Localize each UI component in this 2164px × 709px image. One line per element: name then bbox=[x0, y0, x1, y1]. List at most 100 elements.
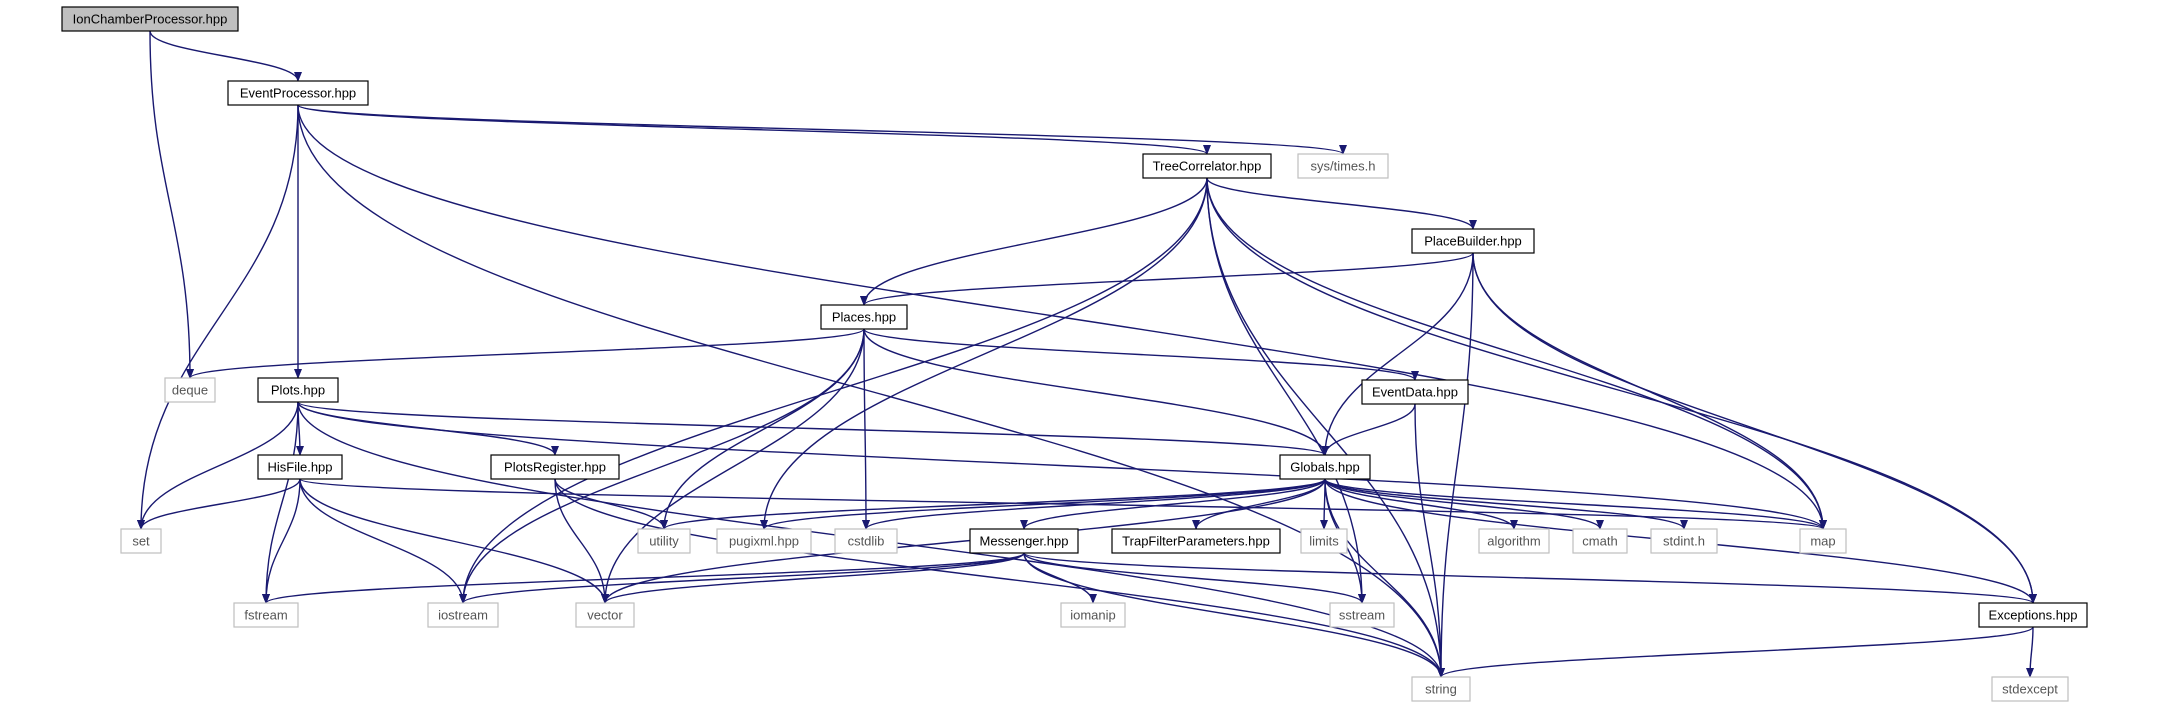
edge-places-to-iostream bbox=[459, 328, 865, 604]
node-label: HisFile.hpp bbox=[267, 460, 332, 475]
node-messenger[interactable]: Messenger.hpp bbox=[969, 528, 1079, 554]
node-box bbox=[164, 377, 216, 403]
edge-plotsregister-to-vector bbox=[554, 478, 609, 604]
edge-treecorrelator-to-pugixml bbox=[760, 177, 1208, 530]
node-ionchamber[interactable]: IonChamberProcessor.hpp bbox=[61, 6, 239, 32]
edge-globals-to-utility bbox=[660, 478, 1326, 530]
edge-plots-to-globals bbox=[297, 401, 1329, 456]
edge-ionchamber-to-eventprocessor bbox=[149, 30, 302, 82]
node-hisfile[interactable]: HisFile.hpp bbox=[257, 454, 343, 480]
node-label: utility bbox=[649, 534, 679, 549]
node-box bbox=[834, 528, 898, 554]
node-box bbox=[1650, 528, 1718, 554]
node-label: EventProcessor.hpp bbox=[240, 86, 356, 101]
node-label: Plots.hpp bbox=[271, 383, 325, 398]
node-cstdlib[interactable]: cstdlib bbox=[834, 528, 898, 554]
node-cmath[interactable]: cmath bbox=[1572, 528, 1628, 554]
node-systimes[interactable]: sys/times.h bbox=[1297, 153, 1389, 179]
node-label: set bbox=[132, 534, 150, 549]
edge-treecorrelator-to-places bbox=[860, 177, 1208, 306]
node-fstream[interactable]: fstream bbox=[233, 602, 299, 628]
edge-treecorrelator-to-placebuilder bbox=[1206, 177, 1477, 230]
edge-globals-to-map bbox=[1324, 478, 1827, 530]
edge-places-to-deque bbox=[186, 328, 865, 379]
node-box bbox=[1411, 676, 1471, 702]
node-box bbox=[257, 377, 339, 403]
node-placebuilder[interactable]: PlaceBuilder.hpp bbox=[1411, 228, 1535, 254]
edge-eventprocessor-to-set bbox=[137, 104, 299, 530]
node-label: algorithm bbox=[1487, 534, 1540, 549]
node-label: Messenger.hpp bbox=[980, 534, 1069, 549]
node-exceptions[interactable]: Exceptions.hpp bbox=[1978, 602, 2088, 628]
node-iomanip[interactable]: iomanip bbox=[1060, 602, 1126, 628]
node-label: fstream bbox=[244, 608, 287, 623]
node-globals[interactable]: Globals.hpp bbox=[1279, 454, 1371, 480]
node-pugixml[interactable]: pugixml.hpp bbox=[716, 528, 812, 554]
edge-places-to-cstdlib bbox=[861, 328, 870, 530]
edge-plotsregister-to-string bbox=[554, 478, 1445, 678]
node-label: iostream bbox=[438, 608, 488, 623]
edge-layer bbox=[137, 30, 2037, 678]
edge-eventprocessor-to-treecorrelator bbox=[297, 104, 1211, 155]
node-eventdata[interactable]: EventData.hpp bbox=[1361, 379, 1469, 405]
node-box bbox=[1279, 454, 1371, 480]
node-stdexcept[interactable]: stdexcept bbox=[1991, 676, 2069, 702]
node-box bbox=[1297, 153, 1389, 179]
edge-treecorrelator-to-map bbox=[1206, 177, 1827, 530]
node-label: cmath bbox=[1582, 534, 1617, 549]
edge-exceptions-to-stdexcept bbox=[2026, 626, 2035, 678]
node-label: sys/times.h bbox=[1310, 159, 1375, 174]
node-box bbox=[1300, 528, 1348, 554]
edge-messenger-to-vector bbox=[601, 552, 1025, 604]
edge-hisfile-to-iostream bbox=[299, 478, 467, 604]
node-label: cstdlib bbox=[848, 534, 885, 549]
node-string[interactable]: string bbox=[1411, 676, 1471, 702]
node-label: stdexcept bbox=[2002, 682, 2058, 697]
node-box bbox=[120, 528, 162, 554]
edge-globals-to-cmath bbox=[1324, 478, 1604, 530]
node-box bbox=[61, 6, 239, 32]
edge-places-to-globals bbox=[863, 328, 1329, 456]
edge-messenger-to-iostream bbox=[459, 552, 1025, 604]
node-utility[interactable]: utility bbox=[637, 528, 691, 554]
node-limits[interactable]: limits bbox=[1300, 528, 1348, 554]
node-box bbox=[1978, 602, 2088, 628]
node-label: Places.hpp bbox=[832, 310, 896, 325]
node-box bbox=[575, 602, 635, 628]
node-places[interactable]: Places.hpp bbox=[820, 304, 908, 330]
node-trapfilter[interactable]: TrapFilterParameters.hpp bbox=[1111, 528, 1281, 554]
node-label: EventData.hpp bbox=[1372, 385, 1458, 400]
edge-plots-to-set bbox=[137, 401, 299, 530]
node-map[interactable]: map bbox=[1799, 528, 1847, 554]
edge-globals-to-string bbox=[1324, 478, 1445, 678]
node-eventprocessor[interactable]: EventProcessor.hpp bbox=[227, 80, 369, 106]
edge-globals-to-messenger bbox=[1020, 478, 1326, 530]
node-box bbox=[233, 602, 299, 628]
node-treecorrelator[interactable]: TreeCorrelator.hpp bbox=[1142, 153, 1272, 179]
node-plots[interactable]: Plots.hpp bbox=[257, 377, 339, 403]
edge-treecorrelator-to-string bbox=[1206, 177, 1445, 678]
node-label: TreeCorrelator.hpp bbox=[1153, 159, 1262, 174]
edge-placebuilder-to-globals bbox=[1321, 252, 1474, 456]
edge-messenger-to-iomanip bbox=[1023, 552, 1097, 604]
node-label: PlotsRegister.hpp bbox=[504, 460, 606, 475]
node-label: deque bbox=[172, 383, 208, 398]
node-label: TrapFilterParameters.hpp bbox=[1122, 534, 1270, 549]
node-stdinth[interactable]: stdint.h bbox=[1650, 528, 1718, 554]
node-label: vector bbox=[587, 608, 623, 623]
node-box bbox=[1799, 528, 1847, 554]
node-sstream[interactable]: sstream bbox=[1329, 602, 1395, 628]
edge-globals-to-cstdlib bbox=[862, 478, 1326, 530]
edge-hisfile-to-vector bbox=[299, 478, 609, 604]
node-plotsregister[interactable]: PlotsRegister.hpp bbox=[490, 454, 620, 480]
node-deque[interactable]: deque bbox=[164, 377, 216, 403]
edge-globals-to-pugixml bbox=[760, 478, 1326, 530]
node-box bbox=[1111, 528, 1281, 554]
node-vector[interactable]: vector bbox=[575, 602, 635, 628]
node-box bbox=[257, 454, 343, 480]
node-iostream[interactable]: iostream bbox=[427, 602, 499, 628]
node-set[interactable]: set bbox=[120, 528, 162, 554]
edge-plotsregister-to-utility bbox=[554, 478, 668, 530]
node-algorithm[interactable]: algorithm bbox=[1478, 528, 1550, 554]
edge-messenger-to-string bbox=[1023, 552, 1445, 678]
